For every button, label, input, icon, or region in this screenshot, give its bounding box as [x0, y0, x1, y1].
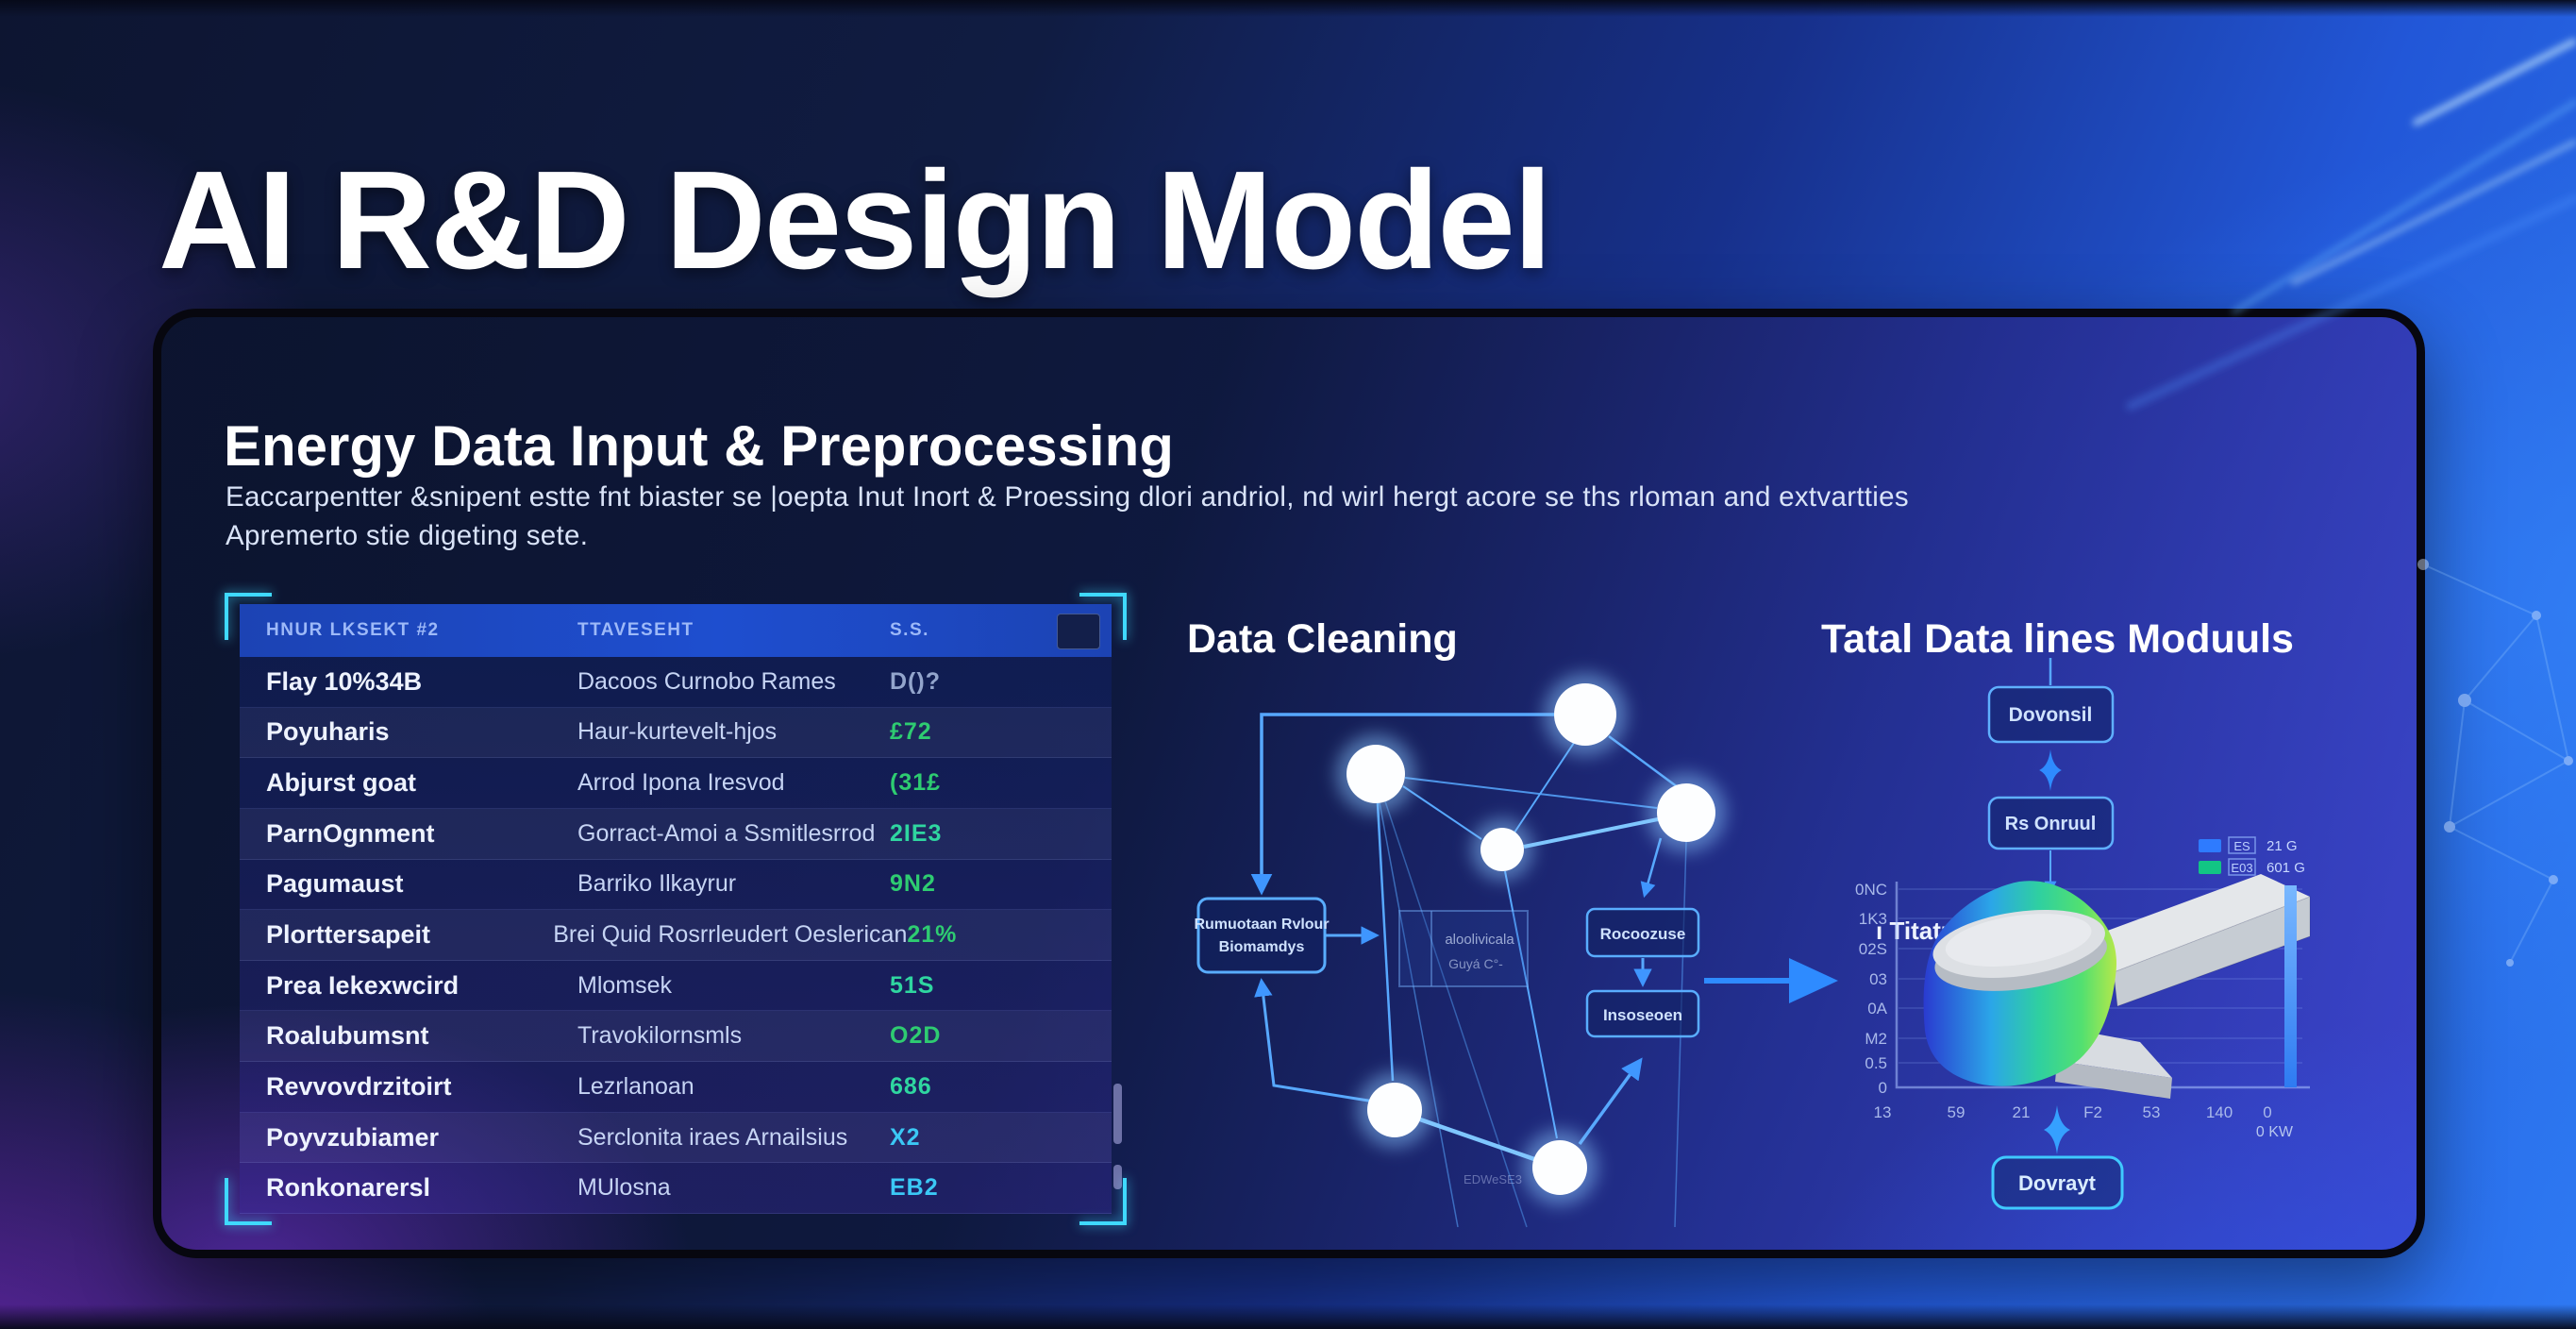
page-title: AI R&D Design Model	[159, 143, 1552, 299]
row-value: D()?	[890, 667, 941, 695]
column-header-value: S.S.	[890, 620, 929, 640]
table-corner-bracket	[1079, 1178, 1127, 1225]
row-name: Flay 10%34B	[266, 666, 423, 696]
section-title-data-cleaning: Data Cleaning	[1187, 616, 1458, 662]
row-name: ParnOgnment	[266, 818, 435, 848]
table-corner-bracket	[225, 1178, 272, 1225]
column-header-desc: TTAVESEHT	[577, 620, 694, 640]
row-name: Revvovdrzitoirt	[266, 1071, 452, 1101]
row-value: EB2	[890, 1174, 939, 1202]
subtitle-line-1: Eaccarpentter &snipent estte fnt biaster…	[226, 481, 1909, 513]
table-row: Flay 10%34B Dacoos Curnobo Rames D()?	[240, 657, 1112, 708]
row-description: Dacoos Curnobo Rames	[577, 667, 836, 695]
table-row: Ronkonarersl MUlosna EB2	[240, 1163, 1112, 1215]
table-row: Roalubumsnt Travokilornsmls O2D	[240, 1011, 1112, 1063]
row-description: Lezrlanoan	[577, 1072, 694, 1100]
row-name: Prea Iekexwcird	[266, 970, 460, 1000]
table-row: Pagumaust Barriko Ilkayrur 9N2	[240, 860, 1112, 911]
row-description: MUlosna	[577, 1174, 671, 1202]
table-row: Poyvzubiamer Serclonita iraes Arnailsius X…	[240, 1112, 1112, 1164]
row-name: Poyuharis	[266, 717, 390, 747]
table-header-row: HNUR LKSEKT #2 TTAVESEHT S.S.	[240, 604, 1112, 657]
data-table: HNUR LKSEKT #2 TTAVESEHT S.S. Flay 10%34…	[225, 593, 1127, 1225]
row-value: X2	[890, 1123, 921, 1151]
row-value: £72	[890, 718, 932, 746]
panel-subtitle: Eaccarpentter &snipent estte fnt biaster…	[226, 478, 2207, 555]
row-description: Arrod Ipona Iresvod	[577, 769, 785, 797]
table-row: ParnOgnment Gorract-Amoi a Ssmitlesrrod 2I…	[240, 808, 1112, 860]
row-name: Pagumaust	[266, 869, 404, 899]
row-value: 2IE3	[890, 819, 943, 847]
table-row: Revvovdrzitoirt Lezrlanoan 686	[240, 1062, 1112, 1113]
row-value: O2D	[890, 1022, 942, 1050]
row-description: Serclonita iraes Arnailsius	[577, 1123, 848, 1151]
subtitle-line-2: Apremerto stie digeting sete.	[226, 520, 589, 551]
row-name: Ronkonarersl	[266, 1173, 431, 1203]
row-value: (31£	[890, 769, 942, 797]
row-description: Gorract-Amoi a Ssmitlesrrod	[577, 819, 876, 847]
row-name: Roalubumsnt	[266, 1021, 429, 1051]
table-row: Prea Iekexwcird Mlomsek 51S	[240, 961, 1112, 1012]
column-header-name: HNUR LKSEKT #2	[266, 620, 440, 640]
row-value: 686	[890, 1072, 932, 1100]
row-name: Abjurst goat	[266, 768, 416, 798]
row-description: Travokilornsmls	[577, 1022, 743, 1050]
table-row: Abjurst goat Arrod Ipona Iresvod (31£	[240, 758, 1112, 809]
section-title-data-modules: Tatal Data lines Moduuls	[1821, 616, 2294, 662]
table-corner-bracket	[225, 593, 272, 640]
panel-title: Energy Data Input & Preprocessing	[224, 413, 1174, 478]
table-row: Plorttersapeit Brei Quid Rosrrleudert Oes…	[240, 910, 1112, 961]
background-network-dots	[2417, 559, 2573, 967]
row-description: Brei Quid Rosrrleudert Oeslerican	[553, 921, 908, 949]
table-corner-bracket	[1079, 593, 1127, 640]
table-rows: Flay 10%34B Dacoos Curnobo Rames D()? Poyuh…	[240, 657, 1112, 1215]
table-menu-button[interactable]	[1057, 614, 1100, 649]
row-value: 9N2	[890, 870, 936, 898]
row-description: Haur-kurtevelt-hjos	[577, 718, 778, 746]
table-body: HNUR LKSEKT #2 TTAVESEHT S.S. Flay 10%34…	[240, 604, 1112, 1215]
table-row: Poyuharis Haur-kurtevelt-hjos £72	[240, 707, 1112, 759]
table-scrollbar[interactable]	[1113, 1165, 1122, 1189]
row-value: 21%	[907, 921, 958, 949]
row-name: Plorttersapeit	[266, 920, 431, 950]
row-value: 51S	[890, 971, 935, 999]
row-name: Poyvzubiamer	[266, 1122, 440, 1152]
table-scrollbar[interactable]	[1113, 1084, 1122, 1144]
row-description: Barriko Ilkayrur	[577, 870, 737, 898]
row-description: Mlomsek	[577, 971, 673, 999]
